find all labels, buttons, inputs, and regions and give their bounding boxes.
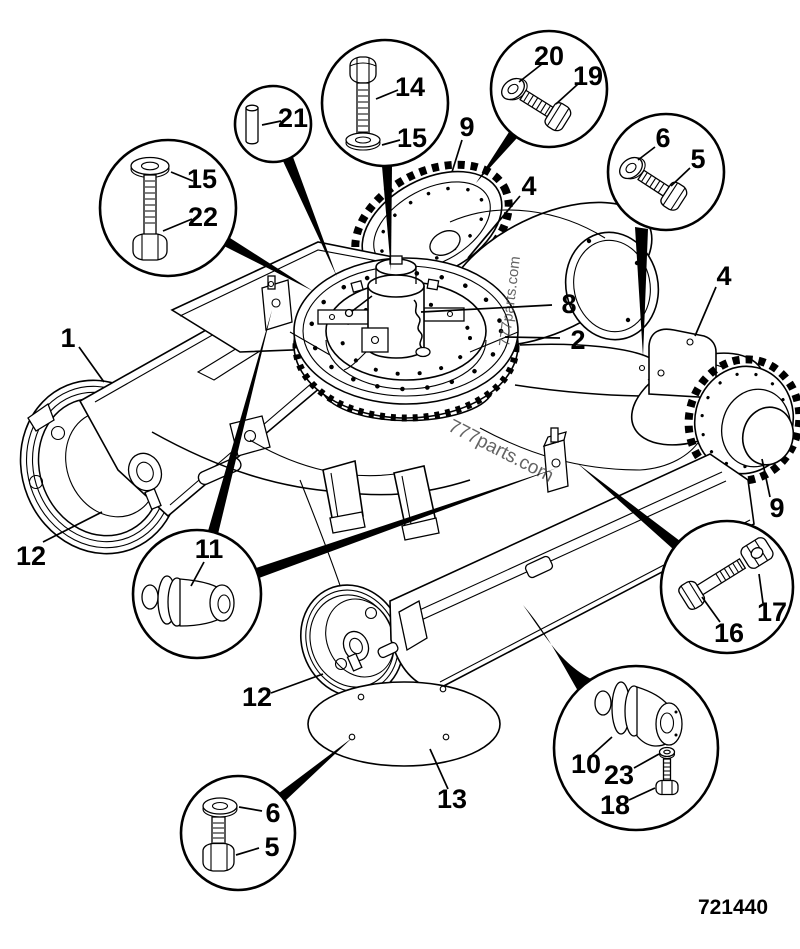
bubble-bolt16-nut17 (659, 519, 795, 655)
rotary-joint (317, 255, 465, 371)
cover-plate (307, 681, 501, 767)
idler-bracket-tab (27, 402, 55, 432)
callout-number-9: 9 (769, 493, 784, 523)
callout-number-17: 17 (757, 597, 787, 627)
leader-bolt14 (382, 166, 392, 271)
callout-number-8: 8 (561, 289, 576, 319)
nut-drawing (740, 537, 774, 569)
callout-number-19: 19 (573, 61, 603, 91)
pin-drawing (245, 107, 259, 145)
bubble-washer6-bolt5-top (606, 112, 726, 232)
bolt-head-drawing (132, 233, 168, 261)
callout-number-5: 5 (264, 832, 279, 862)
label-lines (42, 139, 771, 790)
callout-number-9: 9 (459, 112, 474, 142)
hose-clamp-bracket-right (542, 427, 569, 493)
bolt-drawing (678, 557, 747, 610)
joint-crossbar (317, 309, 371, 325)
bubble-bolt14-washer15 (320, 38, 450, 168)
callout-number-10: 10 (571, 749, 601, 779)
callout-number-4: 4 (716, 261, 731, 291)
bolt-drawing (655, 758, 679, 796)
callout-number-18: 18 (600, 790, 630, 820)
figure-part-number: 721440 (698, 896, 768, 919)
callout-number-13: 13 (437, 784, 467, 814)
leader-pin21 (283, 157, 337, 277)
washer-drawing (345, 132, 381, 148)
hose-clamp-bracket-left (261, 275, 293, 331)
leader-bolt22 (224, 238, 313, 291)
bubble-washer20-bolt19 (489, 29, 609, 149)
bolt-head-drawing (349, 56, 377, 84)
track-roller-drawing (594, 681, 683, 747)
bubble-roller10-washer23-bolt18 (552, 664, 720, 832)
leader-roller10 (523, 605, 591, 691)
track-roller-drawing (141, 575, 235, 627)
callout-number-14: 14 (395, 72, 425, 102)
washer-drawing (130, 156, 170, 176)
front-idler-wheel (299, 584, 405, 698)
leader-roller11-right (256, 468, 557, 578)
ring-bolt-holes (308, 270, 504, 392)
callout-number-22: 22 (188, 202, 218, 232)
leader-bolt16 (577, 463, 680, 549)
bubble-washer6-bolt5-bottom (179, 774, 297, 892)
callout-number-6: 6 (655, 123, 670, 153)
part-labels: 1 2 4 4 5 5 6 6 8 9 9 10 11 12 12 13 14 … (16, 41, 787, 862)
leader-roller11-left (208, 310, 272, 534)
washer-drawing (619, 156, 643, 180)
leader-bolt5-top (635, 227, 648, 357)
callout-number-20: 20 (534, 41, 564, 71)
callout-number-12: 12 (16, 541, 46, 571)
callout-number-2: 2 (570, 325, 585, 355)
callout-number-23: 23 (604, 760, 634, 790)
callout-number-5: 5 (690, 144, 705, 174)
bolt-drawing (637, 169, 688, 211)
bolt-drawing (202, 816, 235, 872)
washer-drawing (202, 797, 238, 815)
bubble-washer15-bolt22 (98, 138, 238, 278)
beam-bracket (398, 600, 428, 652)
callout-number-11: 11 (195, 534, 224, 564)
washer-drawing (658, 746, 676, 758)
callout-number-15: 15 (397, 123, 427, 153)
bolt-shaft-drawing (143, 174, 157, 238)
leader-bolt5-bottom (279, 738, 352, 801)
bolt-drawing (519, 89, 572, 132)
undercarriage-assembly (19, 160, 800, 767)
beam-slot (524, 555, 554, 579)
washer-drawing (501, 77, 525, 101)
callout-number-12: 12 (242, 682, 272, 712)
callout-number-6: 6 (265, 798, 280, 828)
leader-bolt19 (476, 132, 517, 183)
bubble-pin21 (233, 84, 313, 164)
callout-number-21: 21 (278, 103, 308, 133)
watermark-text: 777parts.com (445, 416, 557, 487)
bolt-shaft-drawing (356, 82, 370, 137)
callout-bubbles (98, 29, 795, 892)
callout-number-15: 15 (187, 164, 217, 194)
coiled-hose (413, 299, 423, 349)
callout-number-4: 4 (521, 171, 536, 201)
callout-number-16: 16 (714, 618, 744, 648)
right-drive-sprocket (684, 355, 800, 485)
leader-arrows (208, 132, 680, 801)
callout-number-1: 1 (60, 323, 75, 353)
bubble-roller11 (131, 528, 263, 660)
